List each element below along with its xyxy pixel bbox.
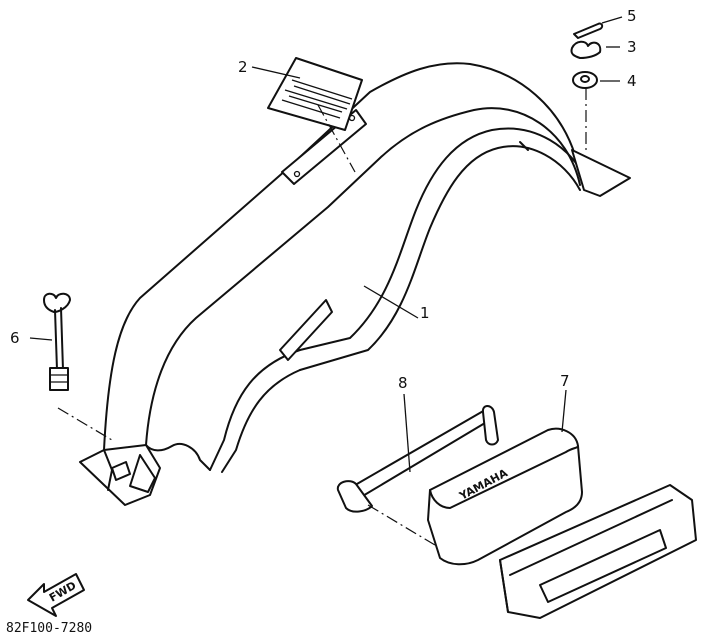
callout-1: 1 bbox=[420, 304, 430, 322]
tool-case-part: YAMAHA bbox=[427, 427, 583, 566]
callout-7: 7 bbox=[560, 372, 570, 390]
callout-leaders bbox=[29, 16, 623, 473]
callout-3: 3 bbox=[627, 38, 637, 56]
cotter-pin-part bbox=[573, 22, 604, 39]
case-tray bbox=[499, 484, 697, 619]
wing-bolt-part bbox=[43, 292, 113, 441]
callout-2: 2 bbox=[238, 58, 248, 76]
callout-5: 5 bbox=[627, 7, 637, 25]
callout-6: 6 bbox=[10, 329, 20, 347]
callout-8: 8 bbox=[398, 374, 408, 392]
strap-part bbox=[336, 405, 499, 549]
washer-part bbox=[572, 71, 598, 89]
fwd-arrow-icon: FWD bbox=[27, 573, 85, 617]
callout-4: 4 bbox=[627, 72, 637, 90]
wing-nut-part bbox=[570, 40, 602, 59]
drawing-code: 82F100-7280 bbox=[6, 621, 92, 636]
